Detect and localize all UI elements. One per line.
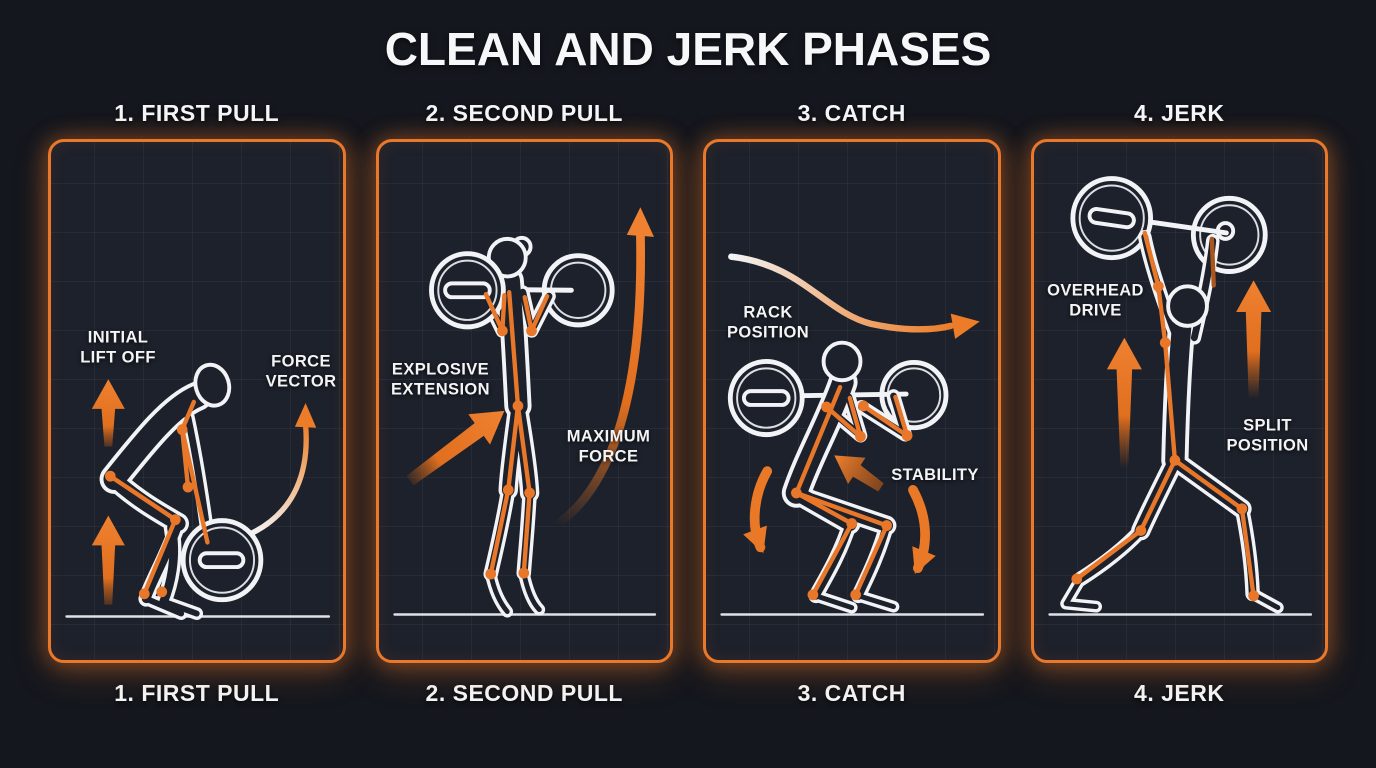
stability-arrow-icon (834, 455, 884, 492)
phase-caption-bottom: 2. SECOND PULL (425, 680, 623, 706)
label-stability: STABILITY (891, 465, 979, 484)
skeleton-overlay (1070, 230, 1259, 602)
phase-panels-row: 1. FIRST PULL (0, 100, 1376, 707)
phase-column-first-pull: 1. FIRST PULL (48, 100, 346, 707)
phase-column-jerk: 4. JERK (1030, 100, 1328, 707)
first-pull-illustration (65, 362, 331, 660)
phase-column-catch: 3. CATCH (703, 100, 1001, 707)
infographic-page: CLEAN AND JERK PHASES 1. FIRST PULL (0, 22, 1376, 768)
label-force-vector: FORCE VECTOR (265, 352, 337, 391)
lifter-figure-outline (114, 362, 232, 613)
panel-jerk: OVERHEAD DRIVE SPLIT POSITION (1030, 139, 1328, 663)
panel-catch: RACK POSITION STABILITY (703, 139, 1001, 663)
phase-caption-bottom: 4. JERK (1134, 680, 1225, 706)
label-split-position: SPLIT POSITION (1226, 416, 1309, 455)
bar-path-s-curve-arrow-icon (728, 253, 980, 339)
skeleton-overlay (791, 384, 913, 601)
skeleton-overlay (483, 290, 549, 580)
label-maximum-force: MAXIMUM FORCE (566, 427, 651, 466)
barbell-front-plate (727, 358, 805, 438)
phase-caption-top: 2. SECOND PULL (425, 100, 623, 126)
catch-illustration (720, 253, 985, 616)
barbell-plate (180, 518, 264, 603)
second-pull-illustration (392, 207, 656, 660)
phase-caption-top: 1. FIRST PULL (114, 100, 280, 126)
phase-caption-top: 3. CATCH (797, 100, 906, 126)
phase-caption-top: 4. JERK (1134, 100, 1225, 126)
panel-second-pull: EXPLOSIVE EXTENSION MAXIMUM FORCE (375, 139, 673, 663)
down-arrow-icon (743, 466, 936, 574)
phase-caption-bottom: 3. CATCH (797, 680, 906, 706)
force-vector-arrow-icon (248, 402, 317, 537)
jerk-illustration (1047, 176, 1312, 616)
label-explosive-extension: EXPLOSIVE EXTENSION (391, 360, 490, 399)
phase-column-second-pull: 2. SECOND PULL (375, 100, 673, 707)
page-title: CLEAN AND JERK PHASES (384, 23, 992, 75)
phase-caption-bottom: 1. FIRST PULL (114, 680, 280, 706)
barbell-front-plate (428, 251, 506, 330)
up-arrow-icon (91, 379, 125, 605)
label-overhead-drive: OVERHEAD DRIVE (1047, 281, 1144, 320)
figure-head (1165, 284, 1209, 328)
figure-head (193, 362, 232, 408)
explosive-extension-arrow-icon (406, 410, 504, 486)
lifter-figure-outline (796, 340, 905, 608)
skeleton-overlay (104, 399, 210, 600)
bar-path-arrow-icon (550, 207, 654, 531)
lifter-figure-outline (1066, 237, 1278, 608)
barbell-front-plate (1069, 176, 1153, 261)
panel-first-pull: INITIAL LIFT OFF FORCE VECTOR (48, 139, 346, 663)
label-initial-lift-off: INITIAL LIFT OFF (80, 328, 156, 367)
figure-head (821, 340, 863, 383)
up-arrow-icon (1106, 280, 1271, 469)
label-rack-position: RACK POSITION (726, 303, 810, 342)
